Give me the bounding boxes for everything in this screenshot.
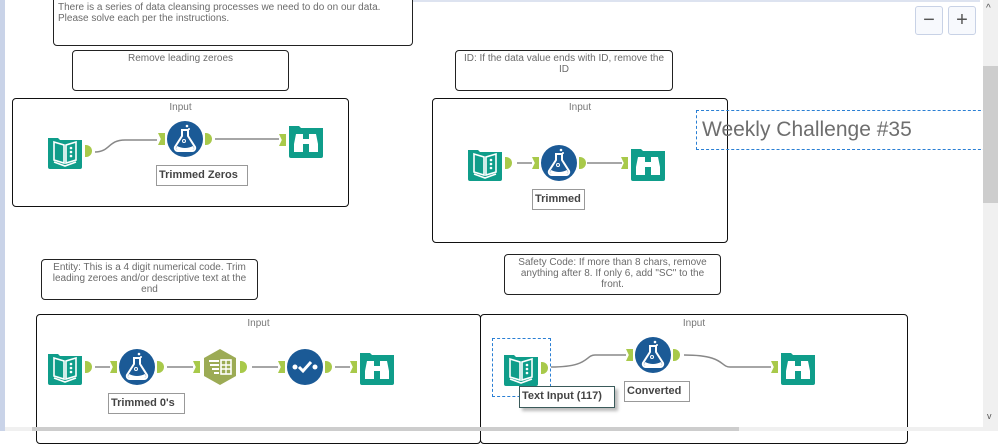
comment-entity[interactable]: Entity: This is a 4 digit numerical code… <box>41 259 258 300</box>
tool-label[interactable]: Trimmed <box>532 189 585 210</box>
input-anchor[interactable] <box>158 133 165 145</box>
input-anchor[interactable] <box>279 134 286 146</box>
top-border <box>260 0 980 2</box>
select-records-icon[interactable] <box>287 349 323 385</box>
main-comment[interactable]: There is a series of data cleansing proc… <box>53 0 413 46</box>
input-anchor[interactable] <box>626 349 633 361</box>
browse-icon[interactable] <box>780 349 816 385</box>
formula-icon[interactable] <box>167 121 203 157</box>
output-anchor[interactable] <box>673 349 680 361</box>
comment-text: Entity: This is a 4 digit numerical code… <box>52 262 247 295</box>
text-input-icon[interactable] <box>467 145 503 181</box>
tool-label[interactable]: Trimmed Zeros <box>156 165 248 186</box>
output-anchor[interactable] <box>505 157 512 169</box>
input-anchor[interactable] <box>193 361 200 373</box>
left-panel-edge <box>0 0 5 431</box>
input-anchor[interactable] <box>621 157 628 169</box>
output-anchor[interactable] <box>541 362 548 374</box>
comment-text: ID: If the data value ends with ID, remo… <box>463 53 665 75</box>
scroll-down-icon[interactable]: v <box>987 411 992 421</box>
text-input-icon[interactable] <box>47 133 83 169</box>
output-anchor[interactable] <box>579 157 586 169</box>
horizontal-scroll-thumb[interactable] <box>32 427 739 431</box>
container-1[interactable]: Input <box>12 98 349 207</box>
container-3[interactable]: Input <box>36 314 481 444</box>
comment-remove-zeroes[interactable]: Remove leading zeroes <box>72 50 289 91</box>
container-title: Input <box>682 318 706 329</box>
scroll-up-icon[interactable]: ^ <box>986 3 991 14</box>
output-anchor[interactable] <box>85 361 92 373</box>
browse-icon[interactable] <box>359 349 395 385</box>
input-anchor[interactable] <box>350 361 357 373</box>
container-title: Input <box>169 102 192 113</box>
formula-icon[interactable] <box>119 349 155 385</box>
browse-icon[interactable] <box>288 122 324 158</box>
text-input-icon[interactable] <box>47 349 83 385</box>
input-anchor[interactable] <box>278 361 285 373</box>
zoom-in-button[interactable]: + <box>948 6 976 35</box>
output-anchor[interactable] <box>205 133 212 145</box>
output-anchor[interactable] <box>85 145 92 157</box>
tooltip: Text Input (117) <box>519 386 615 408</box>
comment-id[interactable]: ID: If the data value ends with ID, remo… <box>455 50 673 91</box>
comment-safety-code[interactable]: Safety Code: If more than 8 chars, remov… <box>504 254 721 295</box>
text-to-columns-icon[interactable] <box>202 349 238 385</box>
container-title: Input <box>568 102 592 113</box>
input-anchor[interactable] <box>532 157 539 169</box>
vertical-scroll-thumb[interactable] <box>983 66 998 203</box>
tool-label[interactable]: Converted <box>624 381 690 402</box>
container-2[interactable]: Input <box>432 98 728 243</box>
formula-icon[interactable] <box>635 337 671 373</box>
main-comment-text: There is a series of data cleansing proc… <box>58 2 381 24</box>
input-anchor[interactable] <box>771 361 778 373</box>
formula-icon[interactable] <box>541 145 577 181</box>
zoom-out-button[interactable]: − <box>915 6 943 35</box>
input-anchor[interactable] <box>110 361 117 373</box>
output-anchor[interactable] <box>157 361 164 373</box>
comment-text: Safety Code: If more than 8 chars, remov… <box>518 257 707 290</box>
workflow-title[interactable]: Weekly Challenge #35 <box>696 110 996 150</box>
browse-icon[interactable] <box>630 145 666 181</box>
container-title: Input <box>247 318 270 329</box>
tool-label[interactable]: Trimmed 0's <box>108 393 185 414</box>
vertical-scrollbar[interactable] <box>983 0 998 431</box>
output-anchor[interactable] <box>240 361 247 373</box>
output-anchor[interactable] <box>325 361 332 373</box>
comment-text: Remove leading zeroes <box>127 53 234 64</box>
